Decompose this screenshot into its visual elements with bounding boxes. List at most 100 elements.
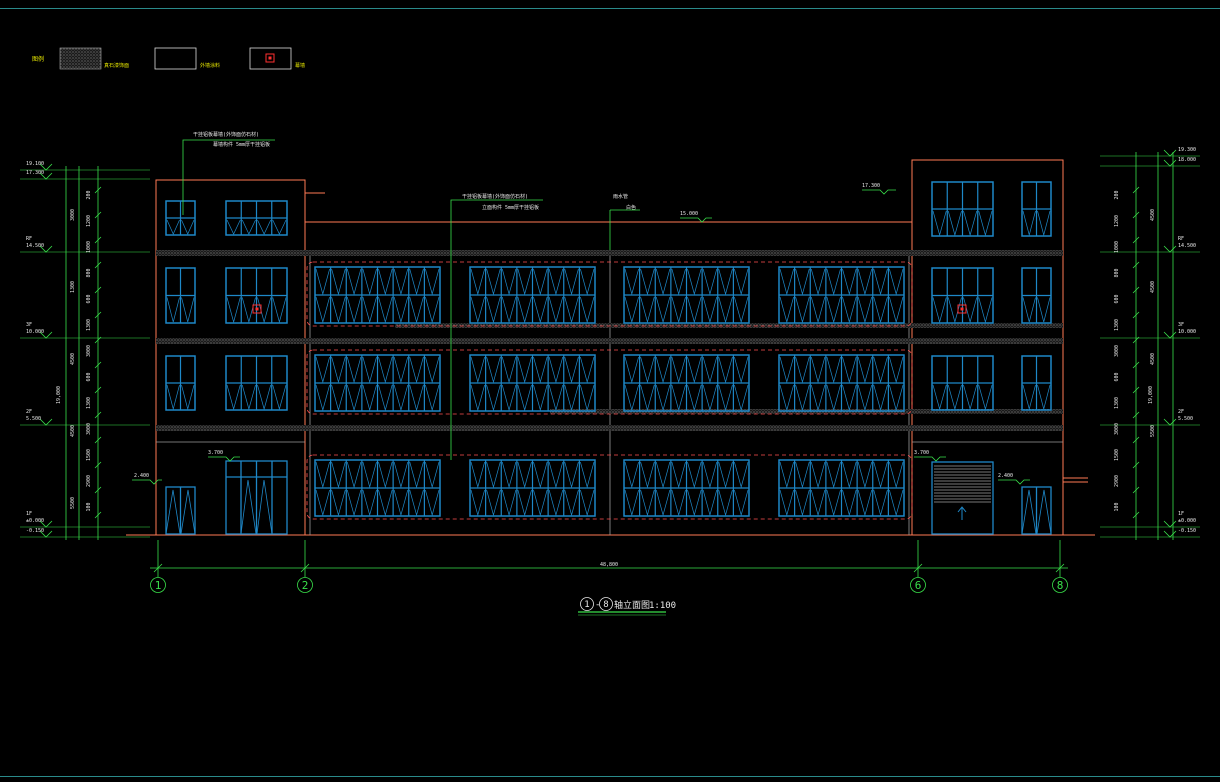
level-value-top2: 17.300 <box>26 170 44 176</box>
tower-window-right <box>1021 267 1052 324</box>
dim-segment: 1000 <box>1114 241 1120 253</box>
title-start-axis: 1 <box>584 600 589 610</box>
tower-window-right <box>931 355 994 411</box>
dim-tick <box>1132 386 1140 394</box>
note-b-line2: 立面构件 5mm厚干挂铝板 <box>482 204 539 211</box>
level-name-rf: RF <box>1178 236 1184 242</box>
curtain-band-outline <box>306 454 913 520</box>
dim-mid-segment: 1300 <box>70 281 76 293</box>
legend-item-2: 外墙涂料 <box>200 62 220 69</box>
level-marker <box>39 331 53 339</box>
level-value-f2: 5.500 <box>1178 416 1193 422</box>
dim-tick <box>1132 261 1140 269</box>
level-name-f1: 1F <box>1178 511 1184 517</box>
dim-tick <box>94 411 102 419</box>
dim-segment: 1200 <box>86 215 92 227</box>
level-value-rf: 14.500 <box>26 243 44 249</box>
axis-8: 8 <box>1057 579 1064 592</box>
level-name-rf: RF <box>26 236 32 242</box>
windows-layer <box>165 181 1052 520</box>
entrance-door-right <box>1021 486 1052 535</box>
dim-mid-segment: 5500 <box>70 497 76 509</box>
curtain-wall-icons <box>252 304 967 314</box>
right-level-scale: 19.30018.000RF14.5003F10.0002F5.5001F±0.… <box>1100 147 1200 540</box>
floor-bands <box>156 250 1063 431</box>
tower-window-right <box>1021 355 1052 411</box>
dim-tick <box>94 311 102 319</box>
dim-mid-segment: 4500 <box>1150 353 1156 365</box>
legend-swatch-curtain <box>249 47 292 70</box>
left-level-scale: 19.10017.300RF14.5003F10.0002F5.5001F±0.… <box>20 161 150 540</box>
mark-roof-left: 17.300 <box>862 183 880 189</box>
mark-roof-mid: 15.000 <box>680 211 698 217</box>
legend-curtain-icon <box>265 53 275 63</box>
level-name-f1: 1F <box>26 511 32 517</box>
dim-segment: 1200 <box>1114 215 1120 227</box>
annotation-notes: 干挂铝板幕墙(外饰面仿石材) 幕墙构件 5mm厚干挂铝板 干挂铝板幕墙(外饰面仿… <box>193 131 636 211</box>
dim-tick <box>94 236 102 244</box>
curtain-window <box>623 459 750 517</box>
level-value-f2: 5.500 <box>26 416 41 422</box>
title-text: 轴立面图 <box>614 599 650 611</box>
level-value-f1: ±0.000 <box>1178 518 1196 524</box>
legend-swatch-paint <box>154 47 197 70</box>
curtain-window <box>314 266 441 324</box>
dim-segment: 2900 <box>1114 475 1120 487</box>
dim-mid-segment: 4500 <box>1150 281 1156 293</box>
title-scale: 1:100 <box>649 601 676 611</box>
mark-canopy-left: 3.700 <box>208 450 223 456</box>
curtain-window <box>623 354 750 412</box>
dim-mid-segment: 3000 <box>70 209 76 221</box>
dim-segment: 600 <box>86 294 92 303</box>
dim-tick <box>94 386 102 394</box>
dim-segment: 100 <box>86 502 92 511</box>
tower-window-right <box>931 181 994 237</box>
elevation-marks: 17.300 15.000 3.700 2.400 3.700 2.400 <box>132 183 1030 485</box>
title-end-axis: 8 <box>603 600 608 610</box>
structure-lines <box>156 250 1063 535</box>
level-value-f1: ±0.000 <box>26 518 44 524</box>
dim-tick <box>1132 336 1140 344</box>
level-value-ground: -0.150 <box>1178 528 1196 534</box>
dim-segment: 800 <box>86 268 92 277</box>
dim-tick <box>1132 511 1140 519</box>
dim-segment: 100 <box>1114 502 1120 511</box>
note-c-line2: 白色 <box>626 204 636 211</box>
dim-tick <box>94 211 102 219</box>
dim-segment: 200 <box>86 190 92 199</box>
dim-mid-segment: 4500 <box>70 425 76 437</box>
curtain-band-outline <box>306 349 913 415</box>
curtain-window <box>623 266 750 324</box>
dim-segment: 3000 <box>86 345 92 357</box>
tower-window-left <box>165 355 196 411</box>
level-name-f3: 3F <box>26 322 32 328</box>
dim-tick <box>1132 486 1140 494</box>
legend-item-3: 幕墙 <box>295 62 305 69</box>
dim-tick <box>1132 311 1140 319</box>
axis-1: 1 <box>155 579 162 592</box>
dim-segment: 2900 <box>86 475 92 487</box>
dim-mid-segment: 5500 <box>1150 425 1156 437</box>
curtain-window <box>778 266 905 324</box>
dim-tick <box>94 186 102 194</box>
axis-grid: 1 2 6 8 48,800 <box>150 540 1068 593</box>
drawing-title: 1 - 8 轴立面图 1:100 <box>578 597 676 616</box>
dim-mid-segment: 4500 <box>70 353 76 365</box>
dim-tick <box>1132 461 1140 469</box>
dim-tick <box>1132 286 1140 294</box>
curtain-window <box>469 354 596 412</box>
dim-tick <box>94 436 102 444</box>
legend: 图例 真石漆饰面 外墙涂料 幕墙 <box>32 47 305 70</box>
dim-segment: 1500 <box>1114 449 1120 461</box>
dim-tick <box>1132 186 1140 194</box>
level-name-f2: 2F <box>26 409 32 415</box>
curtain-window <box>469 459 596 517</box>
level-marker <box>39 163 53 171</box>
curtain-window <box>314 459 441 517</box>
dim-segment: 1300 <box>1114 397 1120 409</box>
dim-tick <box>94 461 102 469</box>
mark-door-left: 2.400 <box>134 473 149 479</box>
dim-segment: 600 <box>86 372 92 381</box>
dim-segment: 800 <box>1114 268 1120 277</box>
